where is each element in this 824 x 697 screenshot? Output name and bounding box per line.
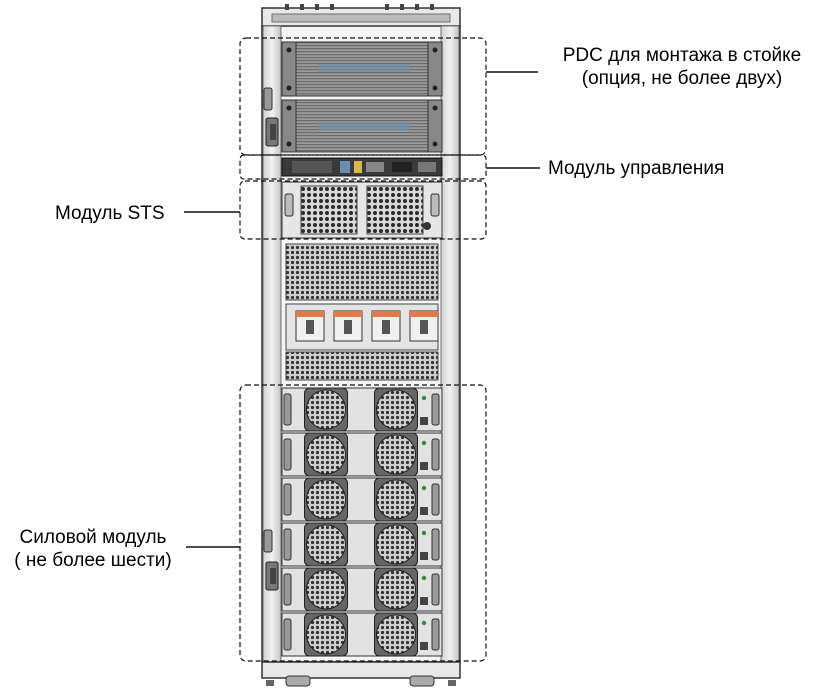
power-module [281,567,443,612]
control-callout-box [239,154,487,180]
pdc-unit-1 [281,41,443,97]
fan-icon [304,477,348,522]
breaker-3 [371,310,401,342]
power-module-label-line2: ( не более шести) [14,550,172,571]
power-module [281,522,443,567]
control-module-label: Модуль управления [548,158,725,179]
fan-icon [304,567,348,612]
pdc-label: PDC для монтажа в стойке (опция, не боле… [540,44,824,90]
breaker-2 [333,310,363,342]
sts-module [281,181,443,239]
power-modules-stack [281,387,443,657]
fan-icon [374,567,418,612]
power-module [281,612,443,657]
power-module [281,387,443,432]
fan-icon [304,432,348,477]
sts-module-label: Модуль STS [55,203,165,224]
rack-base [261,661,461,687]
control-module [281,157,443,177]
pdc-unit-2 [281,99,443,153]
power-callout-box [239,384,487,662]
pdc-callout-box [239,37,487,156]
power-module [281,477,443,522]
pdc-label-line1: PDC для монтажа в стойке [562,45,802,66]
door-handle-lower-icon [263,529,279,591]
fan-icon [374,477,418,522]
breaker-4 [409,310,439,342]
breaker-panel [285,303,439,351]
door-handle-upper-icon [263,87,279,147]
fan-icon [374,612,418,657]
ventilation-grille [285,243,439,301]
power-module-label-line1: Силовой модуль [19,527,167,548]
power-module [281,432,443,477]
ventilation-grille-lower [285,351,439,381]
fan-icon [374,432,418,477]
breaker-1 [295,310,325,342]
fan-icon [304,387,348,432]
fan-icon [374,387,418,432]
fan-icon [304,522,348,567]
rack-top-cap [261,4,461,29]
pdc-label-line2: (опция, не более двух) [581,68,783,89]
power-module-label: Силовой модуль ( не более шести) [0,526,186,572]
fan-icon [374,522,418,567]
sts-callout-box [239,180,487,240]
fan-icon [304,612,348,657]
